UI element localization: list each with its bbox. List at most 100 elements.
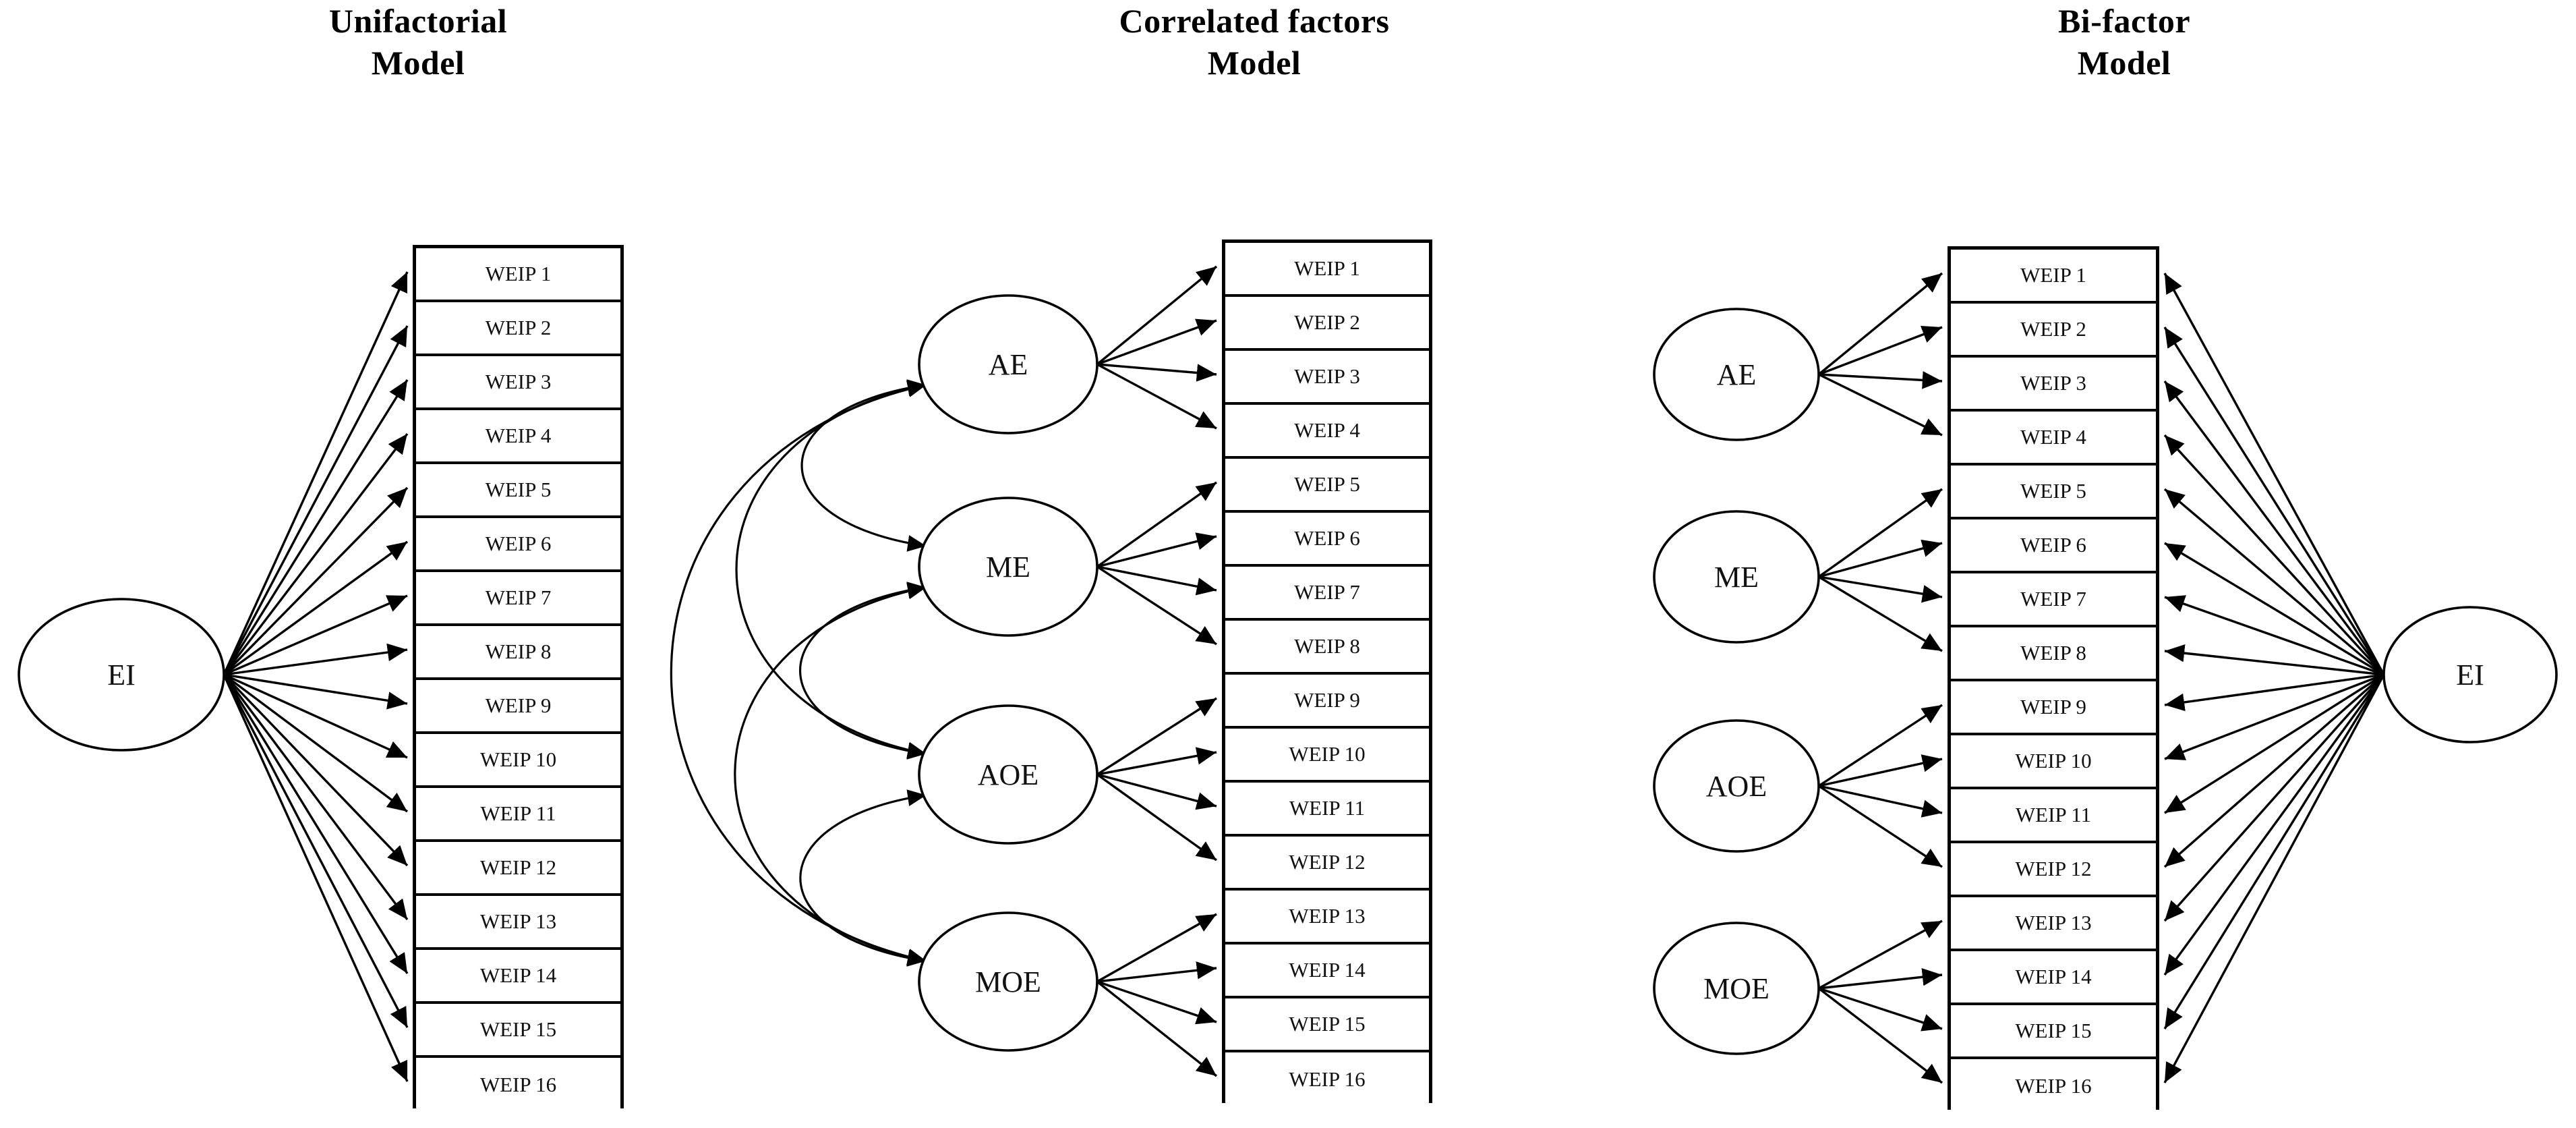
factor-loading-arrow <box>1818 785 1943 868</box>
indicator-box[interactable]: WEIP 2 <box>1951 304 2156 358</box>
indicator-box[interactable]: WEIP 14 <box>1225 944 1429 998</box>
factor-loading-arrow <box>1096 747 1217 776</box>
indicator-box[interactable]: WEIP 9 <box>1951 681 2156 735</box>
indicator-box[interactable]: WEIP 4 <box>416 410 620 464</box>
indicator-box[interactable]: WEIP 13 <box>1951 897 2156 951</box>
factor-loading-arrow <box>223 674 409 974</box>
indicator-box[interactable]: WEIP 16 <box>1951 1059 2156 1113</box>
latent-ellipse <box>2382 606 2558 743</box>
indicator-box[interactable]: WEIP 11 <box>1951 789 2156 843</box>
indicator-box[interactable]: WEIP 12 <box>1225 837 1429 891</box>
model-title-line2: Model <box>1207 44 1301 82</box>
factor-loading-arrow <box>1818 987 1943 1032</box>
latent-label: AE <box>1717 358 1757 391</box>
latent-label: EI <box>2456 658 2484 692</box>
indicator-box[interactable]: WEIP 16 <box>416 1058 620 1112</box>
factor-loading-arrow <box>1096 363 1217 382</box>
indicator-box[interactable]: WEIP 7 <box>1951 573 2156 627</box>
indicator-box[interactable]: WEIP 2 <box>416 302 620 356</box>
factor-correlation-arc <box>800 379 927 552</box>
factor-loading-arrow <box>1096 363 1217 430</box>
latent-factor-ei[interactable]: EI <box>2382 606 2558 743</box>
indicator-box[interactable]: WEIP 14 <box>1951 951 2156 1005</box>
indicator-box[interactable]: WEIP 1 <box>1225 243 1429 297</box>
indicator-box[interactable]: WEIP 3 <box>416 356 620 410</box>
factor-loading-arrow <box>1096 265 1218 366</box>
factor-correlation-arc <box>670 380 927 965</box>
latent-factor-moe[interactable]: MOE <box>1653 922 1820 1055</box>
latent-ellipse <box>918 497 1099 637</box>
latent-ellipse <box>918 911 1099 1052</box>
latent-factor-ae[interactable]: AE <box>1653 308 1820 441</box>
indicator-box[interactable]: WEIP 3 <box>1225 351 1429 405</box>
latent-ellipse <box>1653 719 1820 853</box>
factor-loading-arrow <box>1818 539 1943 578</box>
indicator-box[interactable]: WEIP 8 <box>1225 621 1429 675</box>
indicator-box[interactable]: WEIP 1 <box>416 248 620 302</box>
factor-loading-arrow <box>1818 704 1943 787</box>
latent-factor-aoe[interactable]: AOE <box>1653 719 1820 853</box>
indicator-box[interactable]: WEIP 11 <box>416 788 620 842</box>
indicator-box[interactable]: WEIP 6 <box>416 518 620 572</box>
indicator-box[interactable]: WEIP 5 <box>416 464 620 518</box>
latent-factor-me[interactable]: ME <box>918 497 1099 637</box>
factor-loading-arrow <box>2163 674 2385 1083</box>
model-title-line2: Model <box>2077 44 2171 82</box>
indicator-box[interactable]: WEIP 11 <box>1225 783 1429 837</box>
latent-ellipse <box>1653 308 1820 441</box>
factor-loading-arrow <box>1096 697 1217 776</box>
factor-loading-arrow <box>223 673 409 867</box>
indicator-box[interactable]: WEIP 10 <box>1225 729 1429 783</box>
factor-loading-arrow <box>1096 565 1217 646</box>
latent-label: EI <box>107 658 136 692</box>
indicator-box[interactable]: WEIP 16 <box>1225 1052 1429 1106</box>
indicator-box[interactable]: WEIP 7 <box>1225 567 1429 621</box>
indicator-box[interactable]: WEIP 15 <box>1951 1005 2156 1059</box>
indicator-box[interactable]: WEIP 6 <box>1225 513 1429 567</box>
indicator-box[interactable]: WEIP 13 <box>416 896 620 950</box>
indicator-box[interactable]: WEIP 3 <box>1951 358 2156 412</box>
latent-factor-aoe[interactable]: AOE <box>918 704 1099 845</box>
indicator-box[interactable]: WEIP 4 <box>1225 405 1429 459</box>
indicator-box[interactable]: WEIP 8 <box>1951 627 2156 681</box>
indicator-box[interactable]: WEIP 5 <box>1951 466 2156 519</box>
latent-factor-ae[interactable]: AE <box>918 294 1099 434</box>
factor-loading-arrow <box>1818 373 1943 436</box>
indicator-box[interactable]: WEIP 12 <box>416 842 620 896</box>
latent-factor-me[interactable]: ME <box>1653 510 1820 644</box>
indicator-box[interactable]: WEIP 10 <box>416 734 620 788</box>
factor-loading-arrow <box>1096 980 1218 1077</box>
indicator-box[interactable]: WEIP 12 <box>1951 843 2156 897</box>
indicator-box[interactable]: WEIP 13 <box>1225 891 1429 944</box>
indicator-box[interactable]: WEIP 15 <box>1225 998 1429 1052</box>
indicator-box[interactable]: WEIP 7 <box>416 572 620 626</box>
indicator-box[interactable]: WEIP 14 <box>416 950 620 1004</box>
indicator-box[interactable]: WEIP 6 <box>1951 519 2156 573</box>
latent-factor-ei[interactable]: EI <box>18 598 225 752</box>
latent-label: AOE <box>1706 770 1767 803</box>
factor-loading-arrow <box>2163 434 2385 676</box>
latent-label: ME <box>1714 561 1759 594</box>
factor-loading-arrow <box>2164 644 2384 676</box>
indicator-box[interactable]: WEIP 9 <box>1225 675 1429 729</box>
indicator-box[interactable]: WEIP 2 <box>1225 297 1429 351</box>
indicator-box[interactable]: WEIP 1 <box>1951 250 2156 304</box>
indicator-box[interactable]: WEIP 15 <box>416 1004 620 1058</box>
factor-loading-arrow <box>223 674 409 1082</box>
indicator-box[interactable]: WEIP 10 <box>1951 735 2156 789</box>
indicator-box[interactable]: WEIP 8 <box>416 626 620 680</box>
factor-correlation-arc <box>799 789 927 967</box>
latent-label: AOE <box>978 758 1038 791</box>
factor-loading-arrow <box>1818 371 1943 389</box>
latent-factor-moe[interactable]: MOE <box>918 911 1099 1052</box>
indicator-box[interactable]: WEIP 5 <box>1225 459 1429 513</box>
indicator-box[interactable]: WEIP 4 <box>1951 412 2156 466</box>
factor-loading-arrow <box>1818 326 1943 376</box>
indicator-box[interactable]: WEIP 9 <box>416 680 620 734</box>
